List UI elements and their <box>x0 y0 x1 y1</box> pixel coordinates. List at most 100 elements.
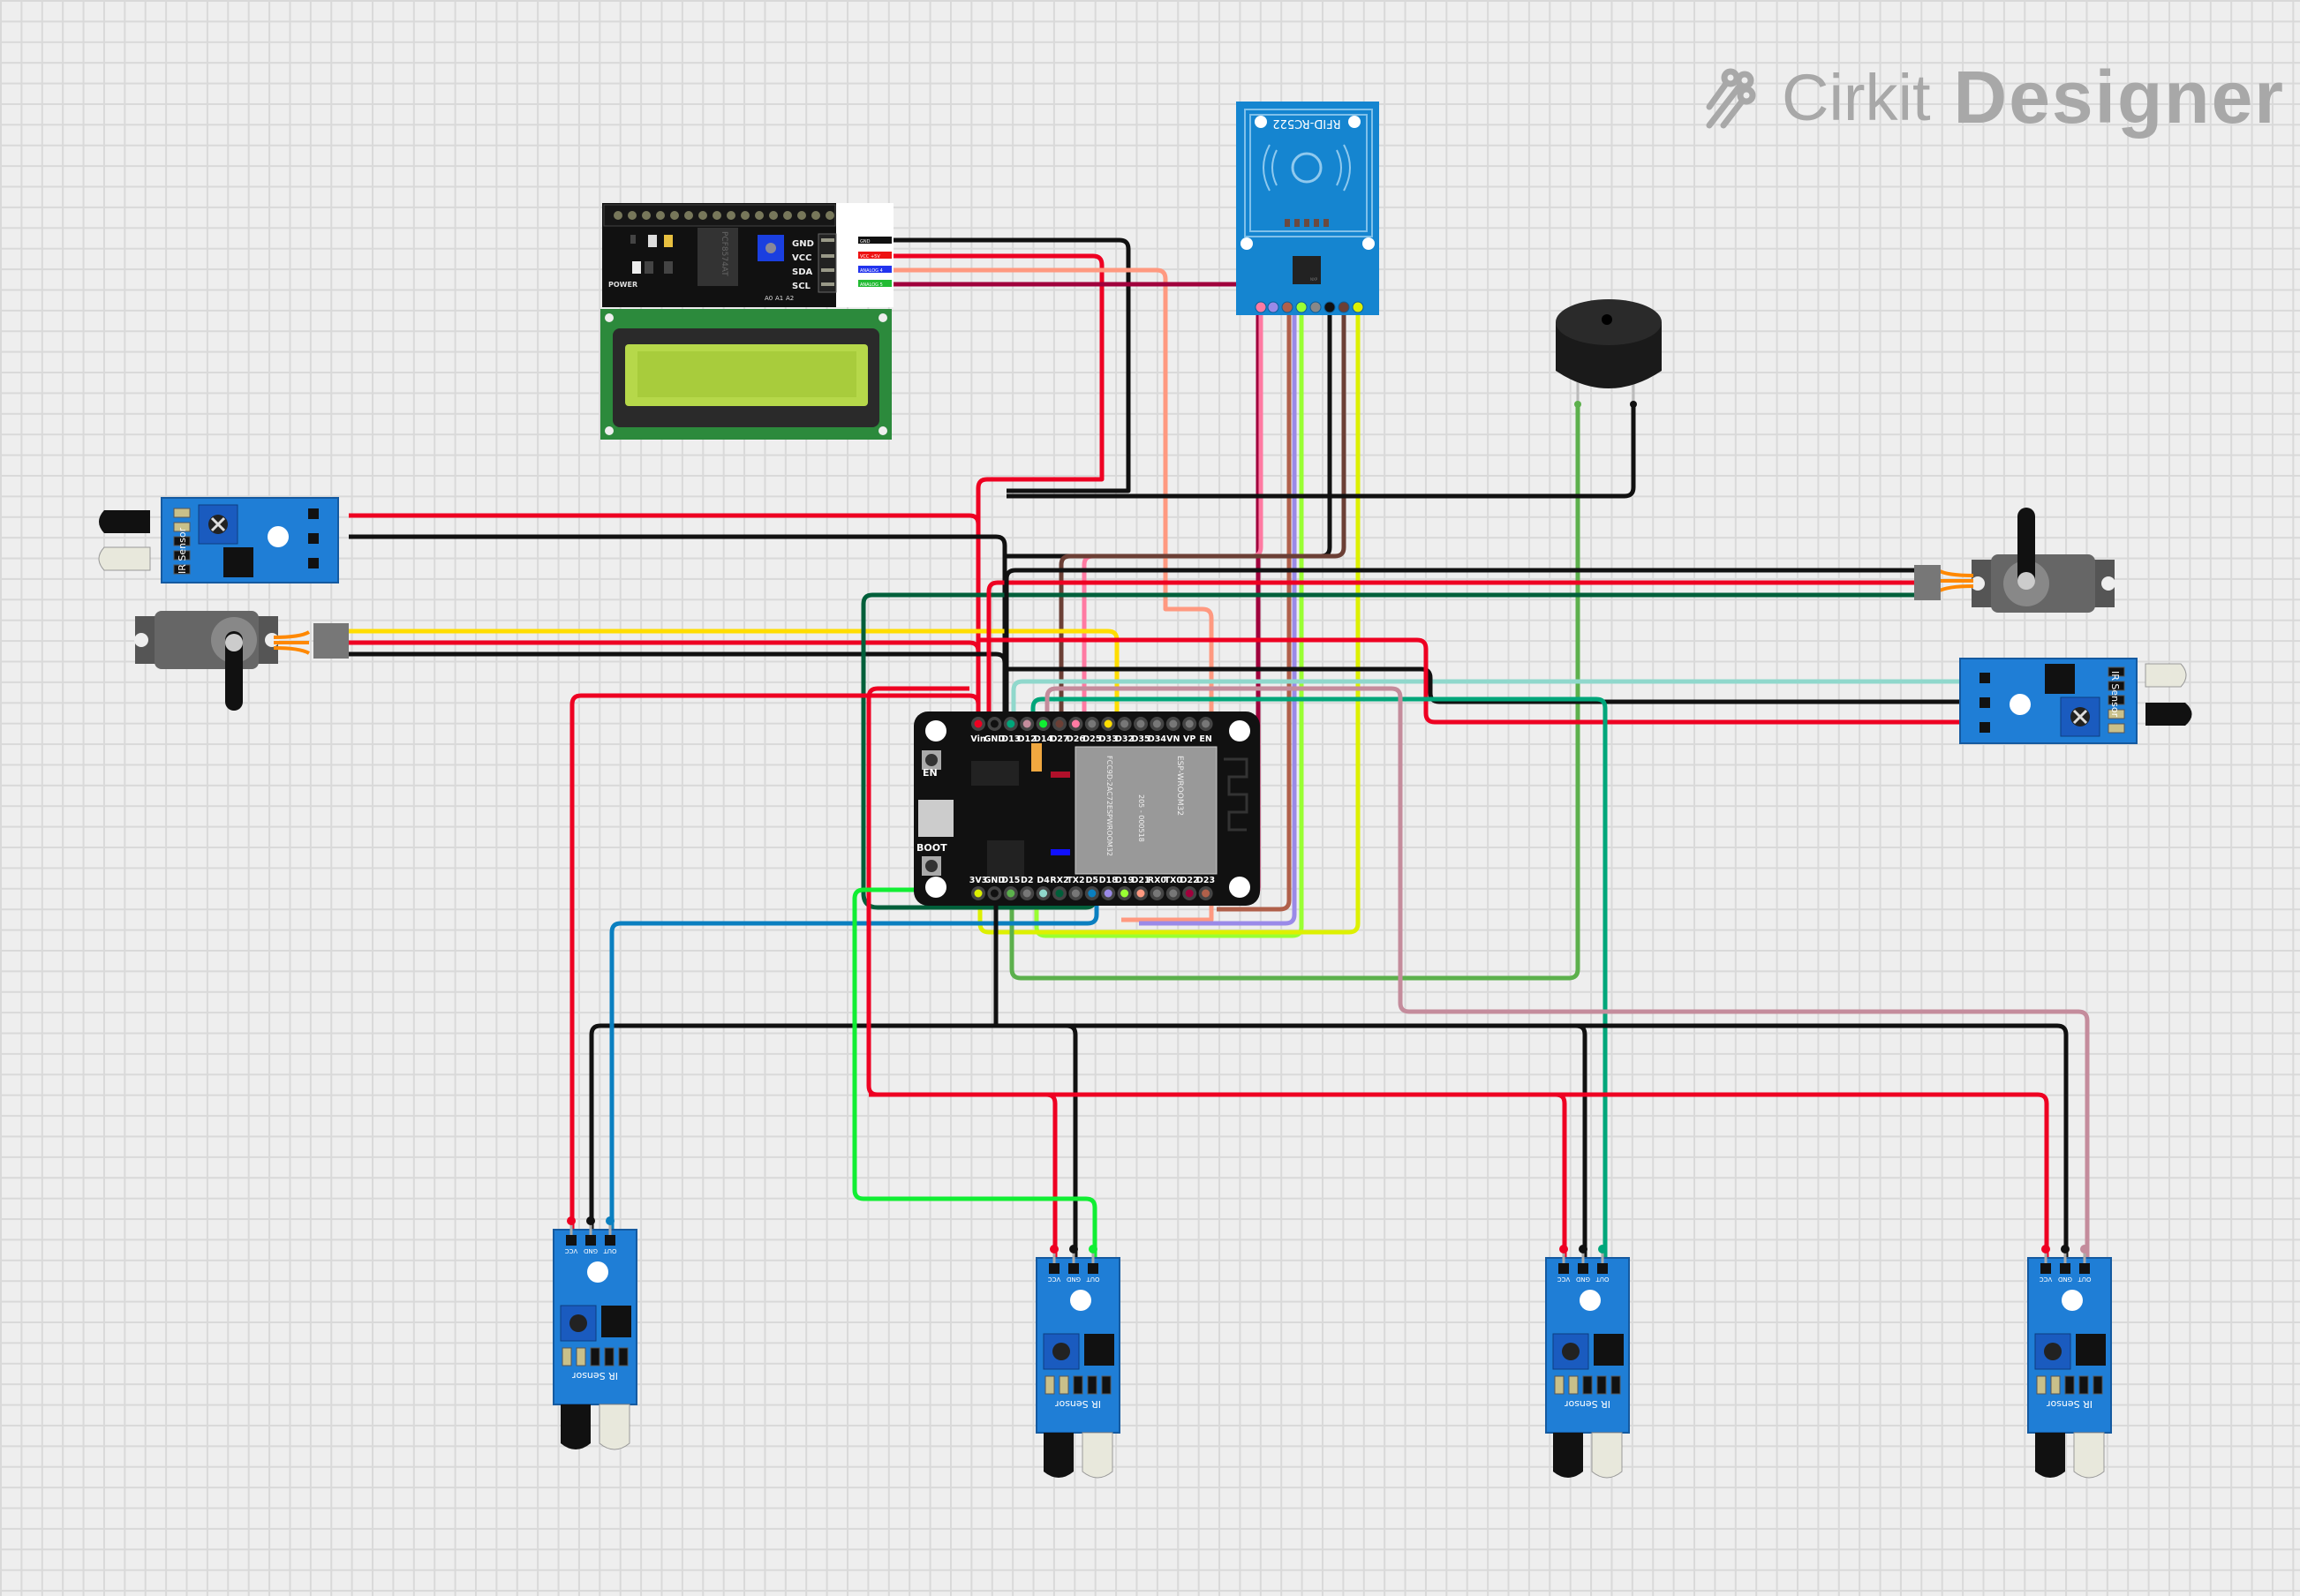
wire-servo1-gnd <box>349 651 1007 717</box>
ir-sensor-right[interactable]: IR Sensor <box>1958 657 2192 745</box>
servo-horn[interactable] <box>2017 508 2035 589</box>
ir-pin[interactable] <box>586 1216 595 1225</box>
wire-ir5-out <box>1030 696 1608 1258</box>
wire-servo2-vcc <box>986 580 1920 717</box>
esp-bottom-pin-label: D2 <box>1021 876 1034 885</box>
ir-pin[interactable] <box>1069 1245 1078 1253</box>
esp-bottom-pin-gnd[interactable] <box>990 889 999 898</box>
wire-ir4-gnd <box>1007 1023 1078 1258</box>
addr-a0: A0 <box>765 295 773 302</box>
ir-pin[interactable] <box>606 1216 615 1225</box>
ir-label: IR Sensor <box>1054 1398 1101 1410</box>
servo-right[interactable] <box>1914 508 2115 613</box>
ir-pin[interactable] <box>1598 1245 1607 1253</box>
usb-port <box>918 800 954 837</box>
esp-top-pin-d32[interactable] <box>1120 719 1129 728</box>
ir-pin[interactable] <box>1579 1245 1587 1253</box>
esp-bottom-pin-tx0[interactable] <box>1169 889 1178 898</box>
esp-bottom-pin-label: 3V3 <box>969 876 988 885</box>
esp-bottom-pin-rx0[interactable] <box>1152 889 1161 898</box>
esp-bottom-pin-rx2[interactable] <box>1055 889 1064 898</box>
wire-buzzer-neg <box>1007 404 1636 499</box>
ir-label: IR Sensor <box>2109 671 2121 718</box>
esp-bottom-pin-d22[interactable] <box>1185 889 1194 898</box>
wire-ir5-vcc <box>869 1092 1567 1258</box>
esp-bottom-pin-d2[interactable] <box>1022 889 1031 898</box>
pcf8574-chip <box>698 228 738 286</box>
servo-horn[interactable] <box>225 631 243 711</box>
servo-left[interactable] <box>134 611 349 711</box>
esp-top-pin-d13[interactable] <box>1007 719 1015 728</box>
esp-bottom-pin-label: D18 <box>1099 876 1118 885</box>
ir-pin[interactable] <box>2061 1245 2070 1253</box>
wire-ir1-vcc <box>349 513 981 717</box>
esp-top-pin-d33[interactable] <box>1104 719 1112 728</box>
esp-bottom-pin-d19[interactable] <box>1120 889 1129 898</box>
wire-rfid-sck <box>1217 307 1292 912</box>
esp-top-pin-d25[interactable] <box>1088 719 1097 728</box>
wires <box>349 237 2090 1258</box>
esp-top-pin-label: D35 <box>1131 734 1150 744</box>
esp-top-pin-vin[interactable] <box>974 719 983 728</box>
esp-top-pin-d26[interactable] <box>1071 719 1080 728</box>
tag-gnd: GND <box>860 239 871 245</box>
buzzer[interactable] <box>1556 299 1662 408</box>
wire-ir6-gnd <box>1576 1023 2069 1258</box>
esp-bottom-pin-d18[interactable] <box>1104 889 1112 898</box>
wire-lcd-vcc <box>826 253 1105 717</box>
lcd-module[interactable]: PCF8574AT POWER A0 A1 A2 GND VCC SDA SCL… <box>600 203 894 440</box>
ir-pin[interactable] <box>567 1216 576 1225</box>
esp-top-pin-d34[interactable] <box>1152 719 1161 728</box>
ir-pin[interactable] <box>1559 1245 1568 1253</box>
esp-top-pin-label: D25 <box>1082 734 1101 744</box>
ir-sensor-left[interactable]: IR Sensor <box>98 496 340 584</box>
wire-rfid-gnd <box>1007 307 1332 559</box>
esp-top-pin-d14[interactable] <box>1039 719 1048 728</box>
addr-a2: A2 <box>786 295 794 302</box>
wire-rfid-mosi <box>1139 307 1297 926</box>
ir-label: IR Sensor <box>571 1370 618 1381</box>
esp-bottom-pin-label: GND <box>984 876 1006 885</box>
esp-bottom-pin-d15[interactable] <box>1007 889 1015 898</box>
brand-designer: Designer <box>1953 56 2285 139</box>
esp-top-pin-gnd[interactable] <box>990 719 999 728</box>
esp-top-pin-label: D12 <box>1018 734 1037 744</box>
rfid-rc522-module[interactable]: RFID-RC522 NXP <box>1236 102 1379 315</box>
wire-ir2-vcc <box>978 637 1964 725</box>
ir-pin[interactable] <box>2080 1245 2089 1253</box>
brand-cirkit: Cirkit <box>1782 61 1931 134</box>
ir-pin-label: OUT <box>1086 1276 1100 1283</box>
esp-top-pin-vp[interactable] <box>1185 719 1194 728</box>
esp-bottom-pin-d4[interactable] <box>1039 889 1048 898</box>
esp-top-pin-label: D26 <box>1067 734 1085 744</box>
wroom-module <box>1075 746 1218 875</box>
ir-pin[interactable] <box>1050 1245 1059 1253</box>
esp-top-pin-en[interactable] <box>1202 719 1210 728</box>
ir-pin[interactable] <box>1089 1245 1097 1253</box>
esp-bottom-pin-3v3[interactable] <box>974 889 983 898</box>
esp32-devkit[interactable]: EN BOOT ESP-WROOM32 FCC9D:2AC72ESPWROOM3… <box>914 711 1260 906</box>
esp-bottom-pin-tx2[interactable] <box>1071 889 1080 898</box>
ir-pin-label: OUT <box>1595 1276 1610 1283</box>
esp-top-pin-label: D13 <box>1001 734 1020 744</box>
esp-bottom-pin-d21[interactable] <box>1136 889 1145 898</box>
cert-label: 205 - 000518 <box>1137 794 1145 842</box>
fcc-label: FCC9D:2AC72ESPWROOM32 <box>1105 756 1113 856</box>
esp-bottom-pin-d23[interactable] <box>1202 889 1210 898</box>
esp-bottom-pin-d5[interactable] <box>1088 889 1097 898</box>
wire-buzzer-pos <box>1009 404 1580 981</box>
esp-top-pin-d27[interactable] <box>1055 719 1064 728</box>
rfid-chip-label: NXP <box>1310 277 1318 282</box>
esp-top-pin-vn[interactable] <box>1169 719 1178 728</box>
esp-top-pin-label: D34 <box>1148 734 1166 744</box>
esp-top-pin-d12[interactable] <box>1022 719 1031 728</box>
ir-pin[interactable] <box>2041 1245 2050 1253</box>
wire-ir2-gnd <box>1007 666 1964 704</box>
lcd-pin-scl: SCL <box>792 282 811 291</box>
esp-top-pin-d35[interactable] <box>1136 719 1145 728</box>
